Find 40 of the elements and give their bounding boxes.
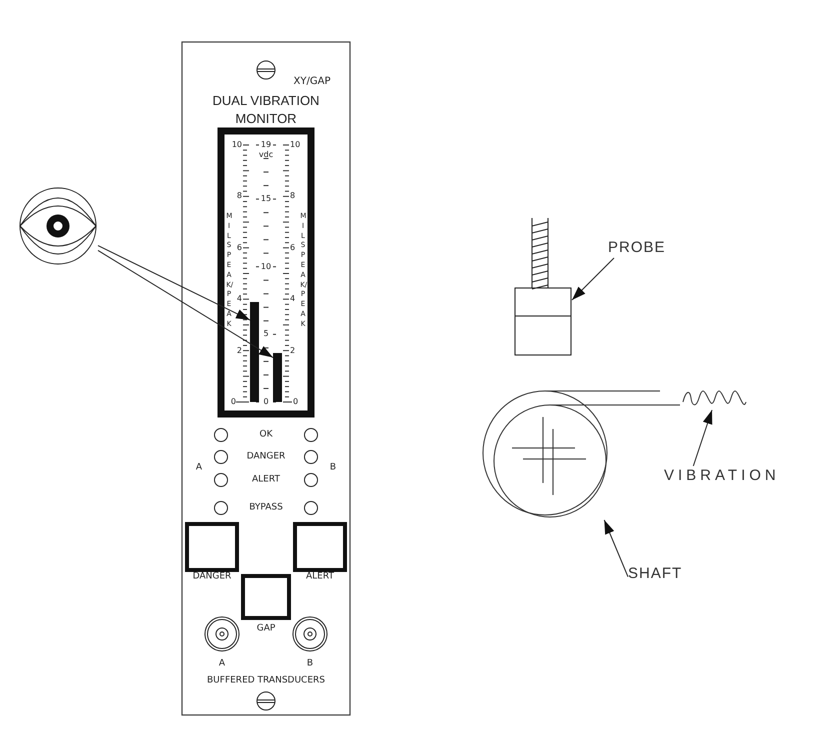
channel-label: B (330, 464, 336, 472)
arrow (572, 258, 614, 300)
button-label: DANGER (192, 572, 232, 582)
scale-number: 19 (260, 141, 272, 149)
led-label: ALERT (252, 476, 280, 484)
led-label: BYPASS (249, 504, 283, 512)
button-label: ALERT (306, 572, 334, 582)
arrow (692, 410, 712, 466)
module-title: DUAL VIBRATION MONITOR (212, 92, 320, 128)
arrow (604, 520, 628, 578)
scale-number: 0 (293, 398, 298, 406)
scale-number: 10 (290, 141, 300, 149)
channel-label: A (196, 464, 202, 472)
module-type-label: XY/GAP (294, 77, 330, 87)
scale-number: 2 (290, 346, 296, 355)
scale-number: 10 (260, 262, 272, 271)
led-label: DANGER (246, 452, 286, 462)
scale-number: 0 (230, 398, 236, 406)
led-label: OK (260, 430, 272, 440)
arrow (98, 245, 250, 321)
connector-label: A (218, 660, 226, 668)
scale-number: 15 (260, 195, 272, 204)
panel-label: BUFFERED TRANSDUCERS (207, 676, 325, 686)
unit-label: vdc (258, 151, 274, 159)
arrow (98, 250, 274, 358)
scale-number: 4 (236, 295, 242, 304)
probe-label: PROBE (608, 238, 674, 258)
scale-number: 4 (290, 295, 296, 304)
scale-number: 6 (236, 244, 242, 252)
vibration-label: VIBRATION (664, 466, 792, 488)
scale-number: 2 (236, 346, 242, 355)
scale-number: 6 (290, 244, 296, 252)
connector-label: B (306, 660, 314, 668)
scale-number: 0 (263, 398, 269, 406)
scale-number: 8 (290, 192, 296, 200)
shaft-label: SHAFT (628, 564, 700, 586)
scale-number: 8 (236, 192, 242, 200)
scale-number: 10 (232, 141, 242, 149)
button-label: GAP (256, 624, 276, 634)
scale-number: 5 (263, 330, 269, 338)
